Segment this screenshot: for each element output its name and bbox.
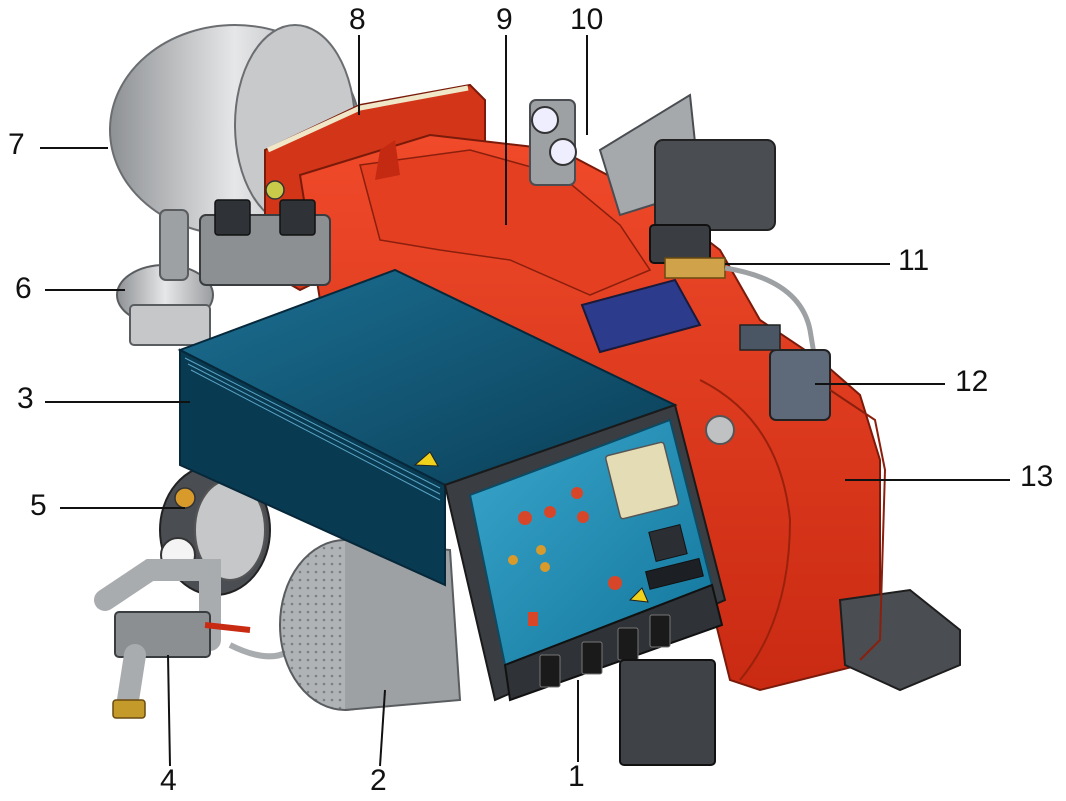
leader-line-4 [167, 654, 171, 767]
control-cabinet [177, 268, 678, 587]
callout-12: 12 [955, 365, 989, 398]
callout-8: 8 [349, 3, 366, 36]
leader-lines [40, 35, 1010, 767]
callout-10: 10 [570, 3, 604, 36]
gas-regulator [116, 180, 331, 346]
callout-4: 4 [160, 764, 177, 797]
leader-line-2 [379, 689, 386, 767]
callout-6: 6 [15, 272, 32, 305]
control-panel [443, 403, 727, 766]
gauges-and-actuator [529, 93, 776, 231]
callout-11: 11 [898, 244, 930, 277]
fan-motor-housing [829, 389, 887, 661]
callout-2: 2 [370, 764, 387, 797]
callout-3: 3 [17, 382, 34, 415]
air-intake-silencer [279, 539, 462, 711]
callout-1: 1 [568, 760, 585, 793]
motor-box [838, 588, 961, 692]
callout-7: 7 [8, 128, 25, 161]
callout-5: 5 [30, 489, 47, 522]
callout-9: 9 [496, 3, 513, 36]
gas-inlet-pipe [94, 559, 303, 719]
solenoid-valve [649, 224, 818, 361]
callout-13: 13 [1020, 460, 1054, 493]
